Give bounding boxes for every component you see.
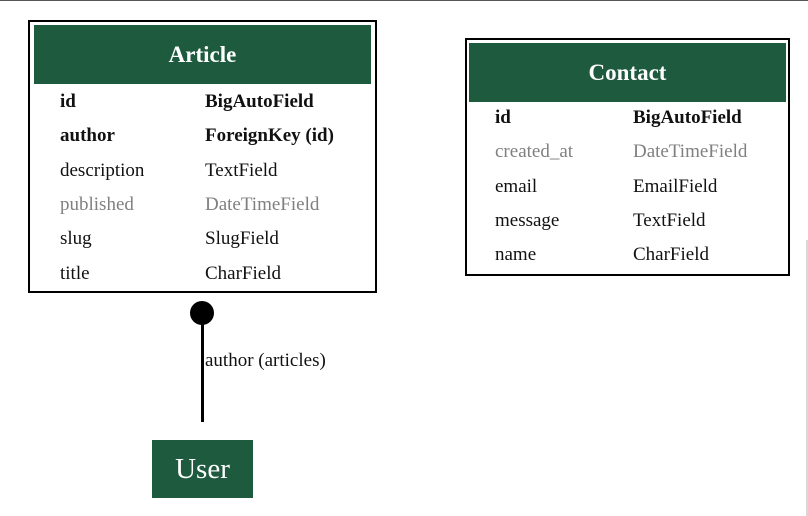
field-type: DateTimeField xyxy=(633,141,748,163)
field-name: message xyxy=(495,209,560,231)
field-type: EmailField xyxy=(633,175,718,197)
field-row: description TextField xyxy=(30,154,375,188)
entity-contact[interactable]: Contact id BigAutoField created_at DateTime… xyxy=(465,38,790,276)
field-row: id BigAutoField xyxy=(30,85,375,119)
field-row: created_at DateTimeField xyxy=(467,135,788,169)
field-type: ForeignKey (id) xyxy=(205,125,334,147)
field-name: author xyxy=(60,125,115,147)
field-name: slug xyxy=(60,228,92,250)
right-edge-line xyxy=(806,240,808,516)
field-row: title CharField xyxy=(30,257,375,291)
field-type: TextField xyxy=(205,159,278,181)
field-name: title xyxy=(60,262,90,284)
field-type: CharField xyxy=(633,244,709,266)
field-type: BigAutoField xyxy=(205,91,314,112)
field-row: email EmailField xyxy=(467,170,788,204)
relation-label: author (articles) xyxy=(205,350,326,371)
entity-contact-header: Contact xyxy=(469,43,786,102)
field-row: author ForeignKey (id) xyxy=(30,119,375,153)
field-type: SlugField xyxy=(205,228,279,250)
field-type: BigAutoField xyxy=(633,107,742,128)
field-name: name xyxy=(495,244,537,266)
entity-article-header: Article xyxy=(34,25,371,84)
field-type: CharField xyxy=(205,262,281,284)
field-name: published xyxy=(60,193,134,215)
field-name: email xyxy=(495,175,538,197)
entity-article[interactable]: Article id BigAutoField author ForeignKey (… xyxy=(28,20,377,293)
field-name: description xyxy=(60,159,145,181)
relation-line xyxy=(201,320,204,422)
field-row: slug SlugField xyxy=(30,222,375,256)
field-name: id xyxy=(495,107,511,128)
field-row: published DateTimeField xyxy=(30,188,375,222)
field-row: id BigAutoField xyxy=(467,101,788,135)
field-type: TextField xyxy=(633,209,706,231)
field-name: id xyxy=(60,91,76,112)
field-name: created_at xyxy=(495,141,574,163)
top-border-line xyxy=(0,0,808,1)
field-type: DateTimeField xyxy=(205,193,320,215)
field-row: name CharField xyxy=(467,238,788,272)
field-row: message TextField xyxy=(467,204,788,238)
entity-user-node[interactable]: User xyxy=(152,440,253,498)
